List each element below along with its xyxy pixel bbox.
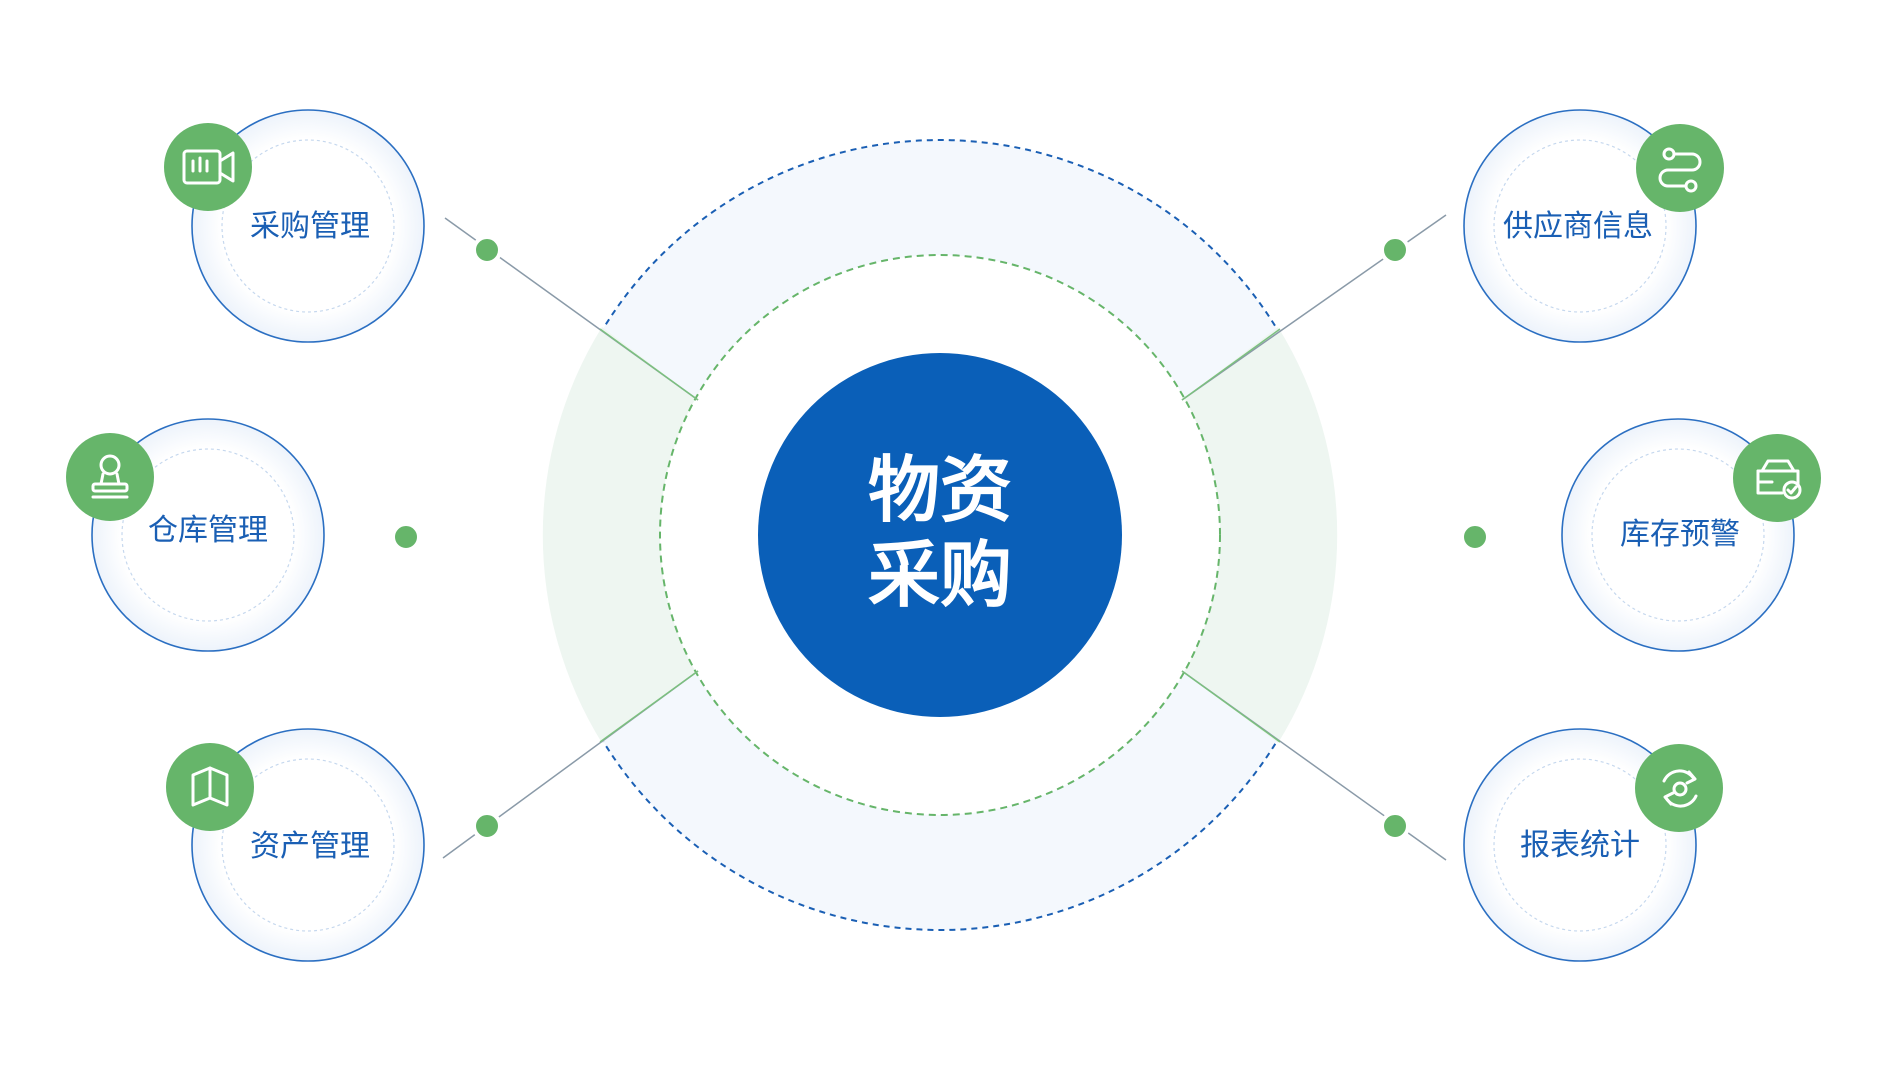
module-label: 库存预警 bbox=[1620, 517, 1740, 552]
dot-mid-left bbox=[391, 522, 421, 552]
module-label: 采购管理 bbox=[250, 209, 370, 244]
connector-dots bbox=[391, 235, 1490, 841]
module-supplier[interactable]: 供应商信息 bbox=[1463, 109, 1724, 343]
module-label: 报表统计 bbox=[1520, 828, 1640, 863]
video-camera-icon bbox=[182, 149, 235, 185]
module-assets[interactable]: 资产管理 bbox=[166, 728, 425, 962]
module-inner-circle bbox=[1493, 758, 1667, 932]
dot-bottom-left bbox=[472, 811, 502, 841]
module-badge bbox=[66, 433, 154, 521]
center-title-line2: 采购 bbox=[868, 533, 1012, 617]
module-label: 供应商信息 bbox=[1503, 209, 1653, 244]
module-procurement[interactable]: 采购管理 bbox=[164, 109, 425, 343]
ring-sector-left bbox=[542, 327, 697, 743]
refresh-cycle-icon bbox=[1662, 769, 1698, 808]
connector-top-right-inner bbox=[1181, 328, 1281, 401]
connector-top-left-inner bbox=[599, 328, 699, 401]
module-badge bbox=[1635, 744, 1723, 832]
module-label: 资产管理 bbox=[250, 829, 370, 864]
route-switch-icon bbox=[1658, 147, 1702, 193]
module-inner-circle bbox=[221, 139, 395, 313]
map-folded-icon bbox=[191, 766, 229, 807]
module-badge bbox=[1636, 124, 1724, 212]
connector-bottom-right-inner bbox=[1181, 670, 1281, 743]
module-inner-circle bbox=[1591, 448, 1765, 622]
module-inner-circle bbox=[221, 758, 395, 932]
module-label: 仓库管理 bbox=[148, 513, 268, 548]
module-reports[interactable]: 报表统计 bbox=[1463, 728, 1723, 962]
dot-top-left bbox=[472, 235, 502, 265]
module-warehouse[interactable]: 仓库管理 bbox=[66, 418, 325, 652]
dot-top-right bbox=[1380, 235, 1410, 265]
connector-bottom-left-inner bbox=[599, 670, 699, 743]
stamp-icon bbox=[91, 454, 129, 499]
module-inner-circle bbox=[121, 448, 295, 622]
center-disk bbox=[758, 353, 1122, 717]
dot-mid-right bbox=[1460, 522, 1490, 552]
car-check-icon bbox=[1756, 459, 1802, 500]
center-title-line1: 物资 bbox=[868, 448, 1012, 532]
ring-sector-right bbox=[1183, 327, 1338, 743]
module-inner-circle bbox=[1493, 139, 1667, 313]
module-inventory-alert[interactable]: 库存预警 bbox=[1561, 418, 1821, 652]
dot-bottom-right bbox=[1380, 811, 1410, 841]
module-badge bbox=[1733, 434, 1821, 522]
